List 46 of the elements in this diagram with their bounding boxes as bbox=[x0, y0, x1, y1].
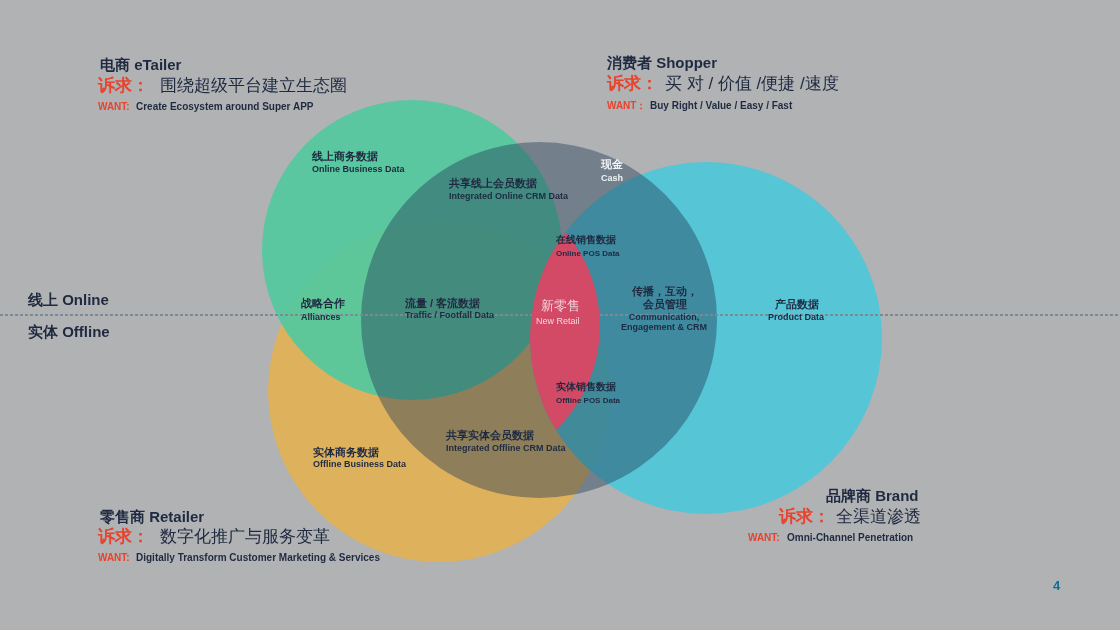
region-label: 共享实体会员数据 bbox=[446, 429, 534, 442]
requirement-text: 买 对 / 价值 /便捷 /速度 bbox=[665, 74, 839, 94]
region-label: 共享线上会员数据 bbox=[449, 177, 537, 190]
region-label: 现金 bbox=[601, 158, 623, 171]
requirement-text: 数字化推广与服务变革 bbox=[160, 527, 330, 547]
axis-label: 线上 Online bbox=[28, 291, 109, 309]
requirement-prefix: 诉求： bbox=[779, 507, 830, 527]
requirement-prefix: 诉求： bbox=[98, 527, 149, 547]
region-label: Communication, Engagement & CRM bbox=[620, 312, 708, 333]
want-prefix: WANT： bbox=[607, 100, 647, 112]
region-label: Traffic / Footfall Data bbox=[405, 310, 494, 321]
requirement-prefix: 诉求： bbox=[607, 74, 658, 94]
heading-text: 零售商 Retailer bbox=[100, 508, 205, 526]
page-number: 4 bbox=[1053, 579, 1061, 594]
want-text: Omni-Channel Penetration bbox=[787, 532, 914, 544]
region-label: 实体销售数据 bbox=[556, 381, 616, 393]
region-label: Online Business Data bbox=[312, 164, 405, 175]
region-label: Integrated Online CRM Data bbox=[449, 191, 568, 202]
region-label: Offline POS Data bbox=[556, 396, 620, 406]
requirement-text: 全渠道渗透 bbox=[836, 507, 921, 527]
requirement-text: 围绕超级平台建立生态圈 bbox=[160, 76, 347, 96]
region-label: Alliances bbox=[301, 312, 341, 323]
region-label: New Retail bbox=[536, 316, 580, 327]
region-label: 传播，互动，会员管理 bbox=[631, 285, 699, 311]
want-text: Digitally Transform Customer Marketing & Services bbox=[136, 552, 380, 564]
region-label: Product Data bbox=[768, 312, 824, 323]
heading-text: 消费者 Shopper bbox=[607, 54, 717, 72]
want-prefix: WANT: bbox=[98, 101, 130, 113]
want-prefix: WANT: bbox=[98, 552, 130, 564]
region-label: Offline Business Data bbox=[313, 459, 407, 470]
heading-text: 品牌商 Brand bbox=[826, 487, 919, 505]
axis-label: 实体 Offline bbox=[28, 323, 110, 341]
want-text: Create Ecosystem around Super APP bbox=[136, 101, 314, 113]
heading-text: 电商 eTailer bbox=[100, 56, 182, 74]
region-label: 实体商务数据 bbox=[313, 446, 379, 459]
region-label: 线上商务数据 bbox=[312, 150, 378, 163]
want-text: Buy Right / Value / Easy / Fast bbox=[650, 100, 793, 112]
region-label: Online POS Data bbox=[556, 249, 620, 259]
region-label: Cash bbox=[601, 173, 623, 184]
requirement-prefix: 诉求： bbox=[98, 76, 149, 96]
region-label: 战略合作 bbox=[301, 297, 345, 310]
region-label: 产品数据 bbox=[775, 298, 819, 311]
region-label: Integrated Offline CRM Data bbox=[446, 443, 566, 454]
region-label: 新零售 bbox=[541, 299, 580, 314]
region-label: 流量 / 客流数据 bbox=[405, 297, 481, 310]
want-prefix: WANT: bbox=[748, 532, 780, 544]
